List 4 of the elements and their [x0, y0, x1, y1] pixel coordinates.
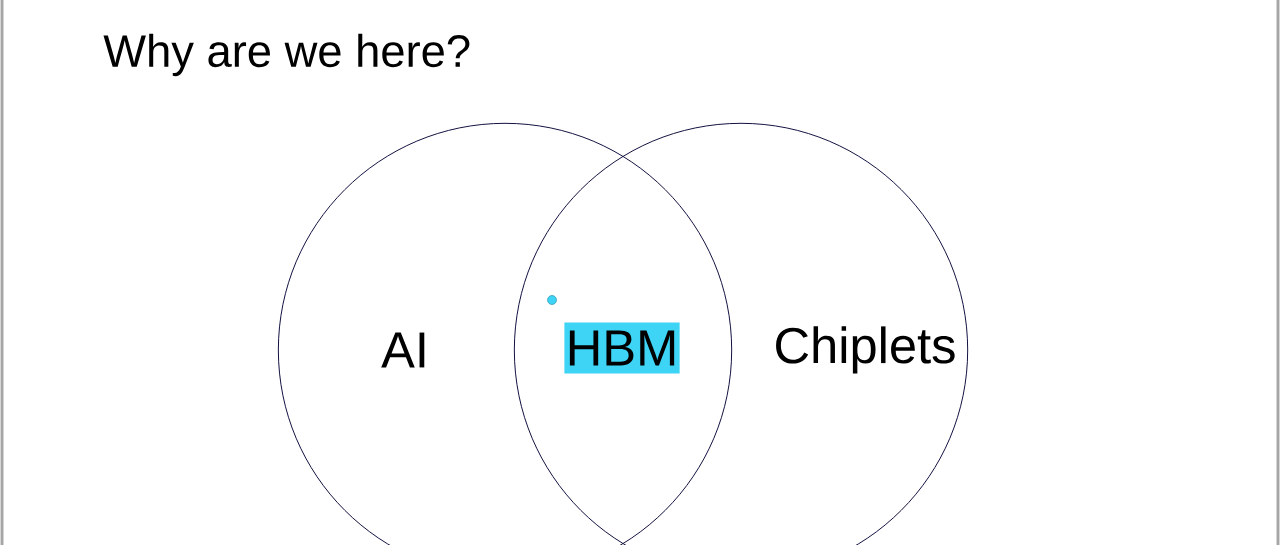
circle-label: AI — [381, 332, 425, 368]
circle-label: Chiplets — [776, 326, 955, 374]
slide-title: Why are we here? — [103, 33, 470, 77]
highlighted-label: HBM — [564, 322, 680, 374]
